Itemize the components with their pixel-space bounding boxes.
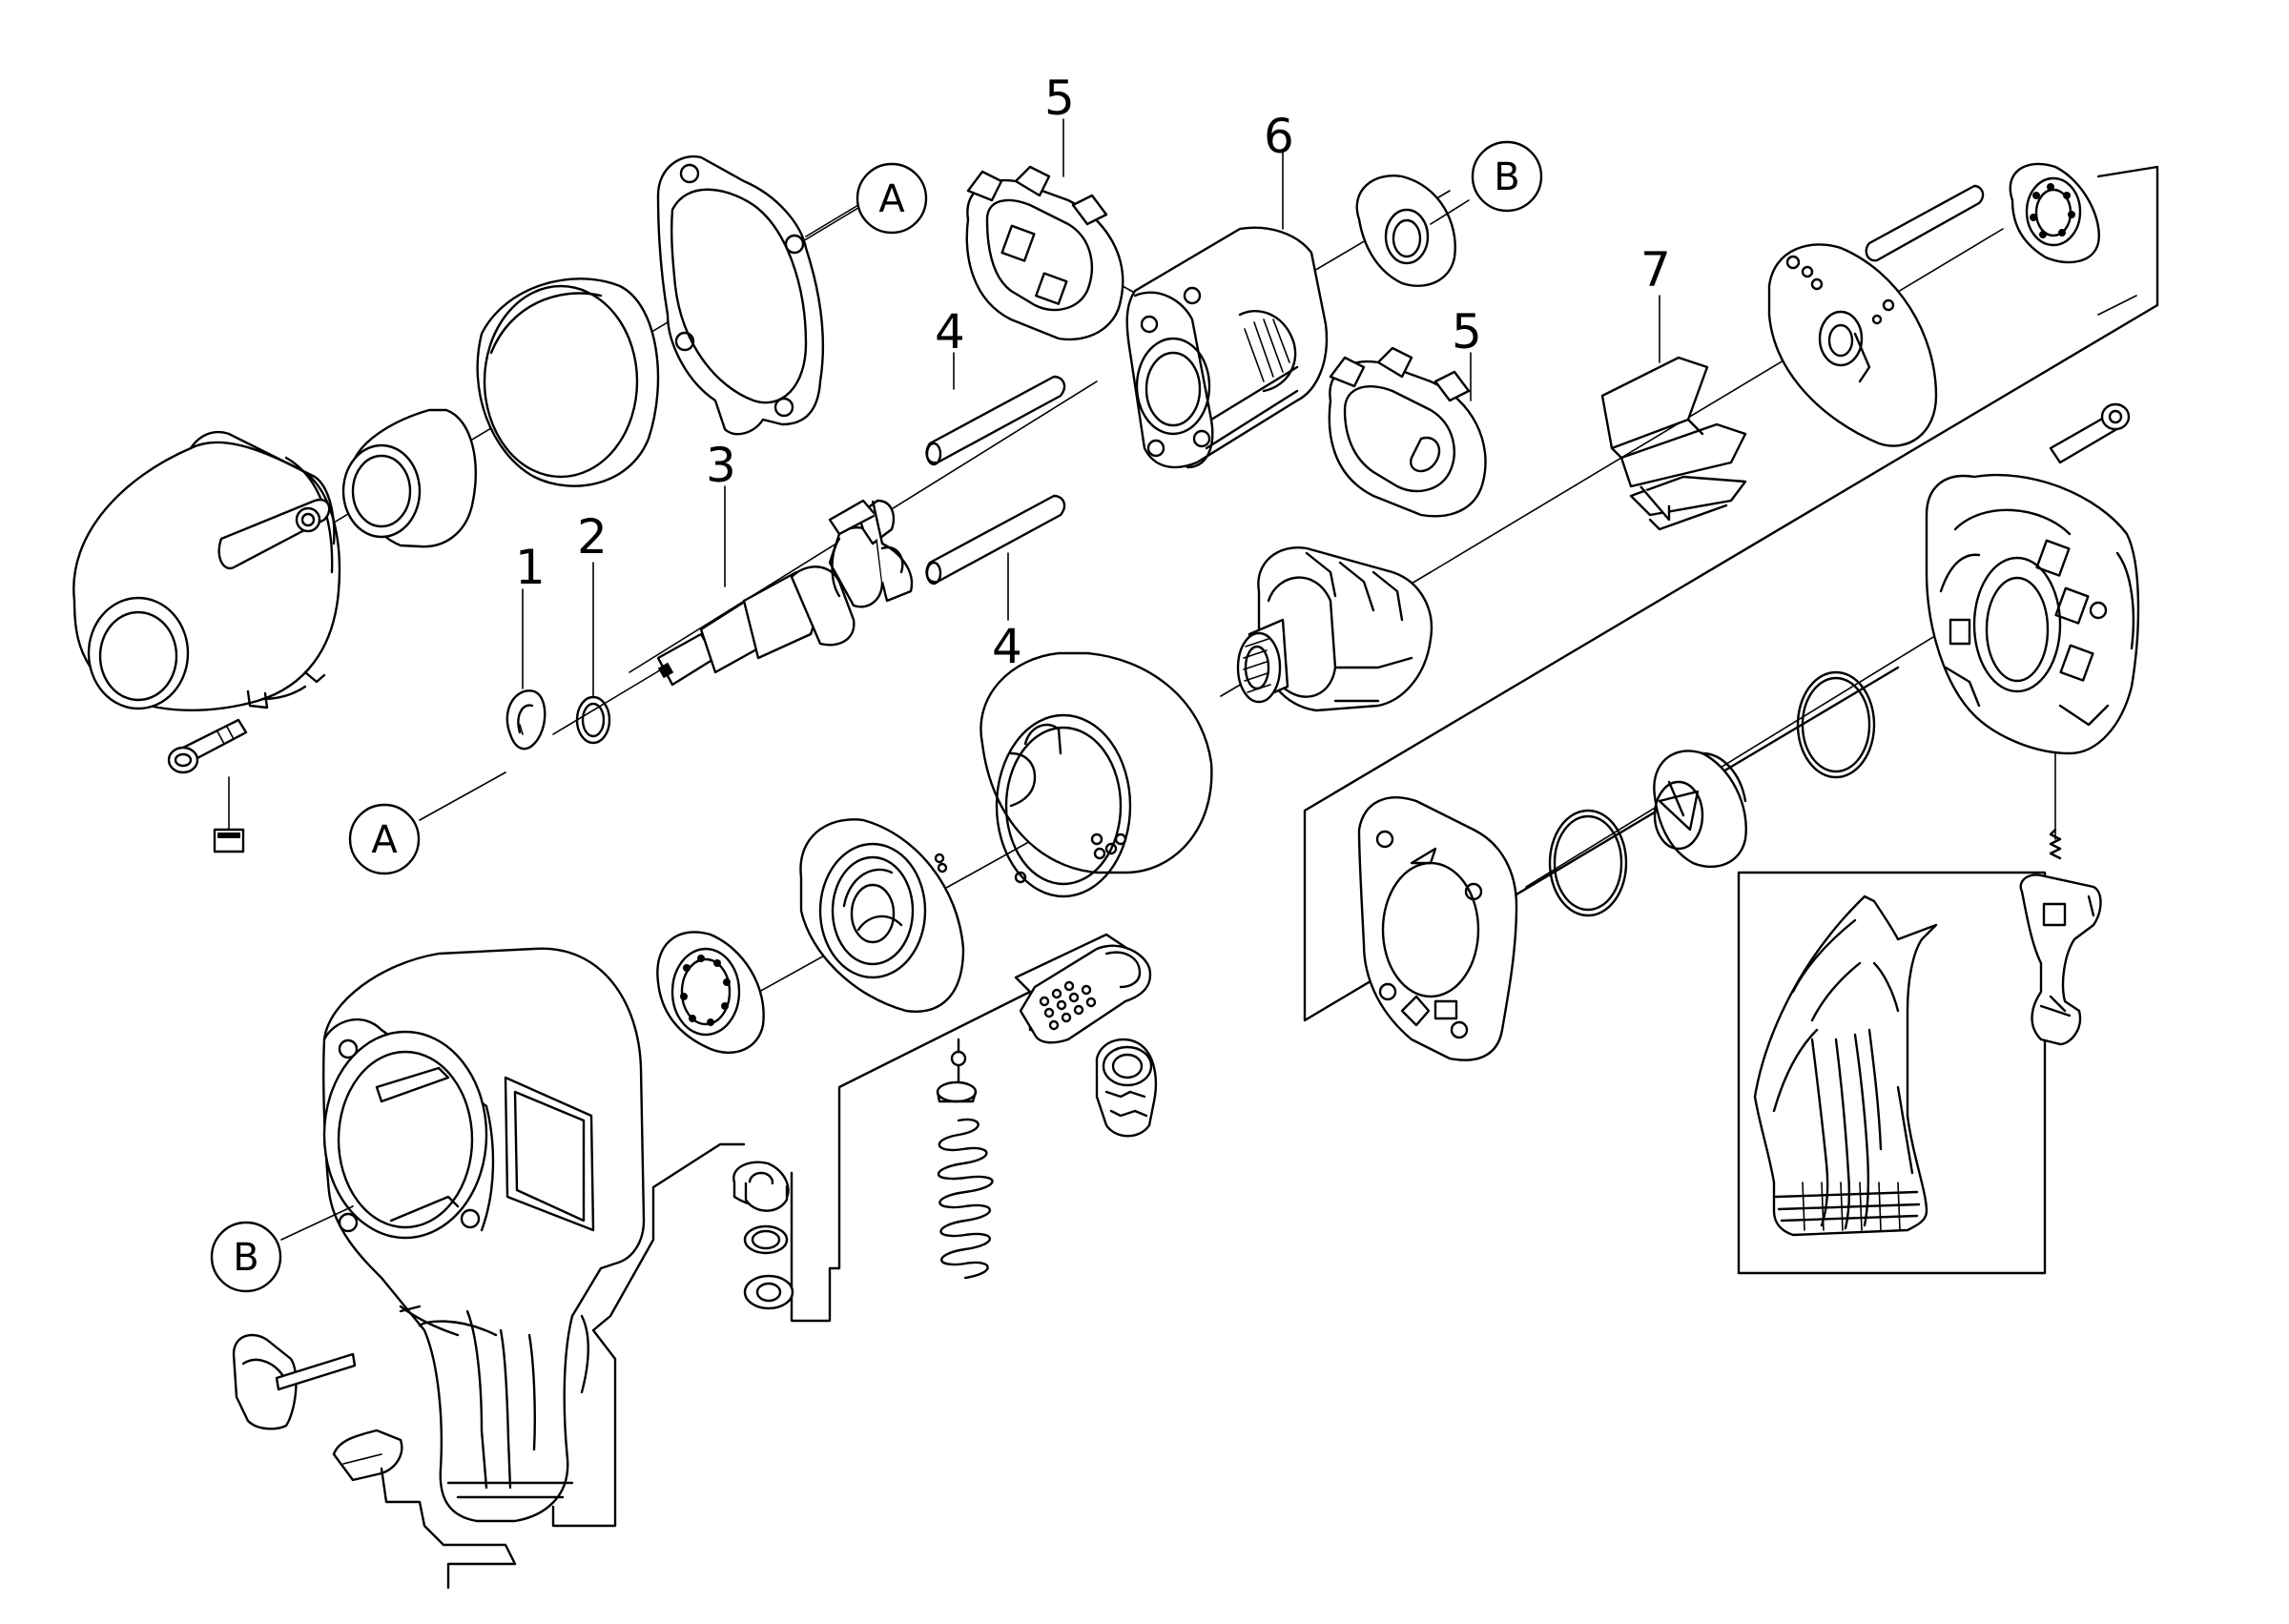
cap-screw-right	[2049, 402, 2131, 464]
front-end-plate	[799, 818, 965, 1013]
rear-end-housing	[1925, 473, 2140, 755]
callout-4-lower: 4	[992, 619, 1022, 674]
o-ring-middle	[1548, 809, 1628, 917]
reference-label-a-top: A	[878, 177, 905, 221]
muffler-cup	[1653, 750, 1747, 868]
retaining-ring	[505, 689, 546, 750]
reference-label-b-top: B	[1494, 155, 1519, 199]
callout-1: 1	[515, 540, 546, 595]
valve-spring	[936, 1038, 994, 1280]
cylinder	[980, 651, 1213, 898]
o-ring-small	[575, 695, 611, 745]
motor-bearing	[656, 931, 765, 1054]
reference-b-top: B	[1430, 140, 1543, 225]
rear-end-plate	[1767, 243, 1938, 447]
callout-3: 3	[706, 438, 736, 493]
reference-a-bottom: A	[348, 771, 506, 875]
anvil	[656, 499, 914, 687]
selector-plate	[1019, 944, 1152, 1044]
pin-lower	[925, 494, 1066, 586]
hammer-case	[72, 430, 341, 853]
thrust-washer	[1355, 175, 1456, 287]
reference-a-top: A	[805, 162, 928, 237]
rear-bearing	[2009, 162, 2100, 264]
trigger	[232, 1305, 422, 1430]
reference-label-b-bottom: B	[233, 1236, 258, 1280]
pin-upper	[925, 375, 1066, 466]
reference-b-bottom: B	[210, 1205, 354, 1293]
callout-6: 6	[1264, 109, 1294, 164]
front-gasket	[656, 154, 825, 436]
front-bushing	[341, 408, 477, 548]
dowel-pin-upper	[1865, 184, 1985, 262]
callout-7: 7	[1640, 242, 1671, 298]
air-inlet-bushing	[1095, 1038, 1158, 1138]
callout-2: 2	[577, 509, 608, 565]
motor-housing	[322, 947, 646, 1523]
rotor-blades	[1600, 356, 1747, 531]
inset-grip-box	[1737, 871, 2047, 1275]
reference-label-a-bottom: A	[371, 818, 398, 862]
callout-4-upper: 4	[935, 304, 965, 360]
rotor	[1236, 546, 1433, 712]
callout-5-upper: 5	[1044, 71, 1075, 126]
hammer-cage	[1125, 226, 1329, 469]
callout-5-lower: 5	[1452, 304, 1482, 360]
air-regulator-seals	[732, 1161, 794, 1310]
callout-numbers: 1 2 3 4 4 5 5 6 7	[515, 71, 1671, 674]
rear-gasket	[1357, 796, 1518, 1061]
trigger-tab	[332, 1429, 403, 1482]
o-ring-rear	[1796, 670, 1876, 779]
hammer-lower	[1328, 346, 1487, 518]
hammer-upper	[965, 165, 1124, 341]
reverse-lever	[2019, 752, 2102, 1046]
large-ring	[476, 278, 660, 487]
